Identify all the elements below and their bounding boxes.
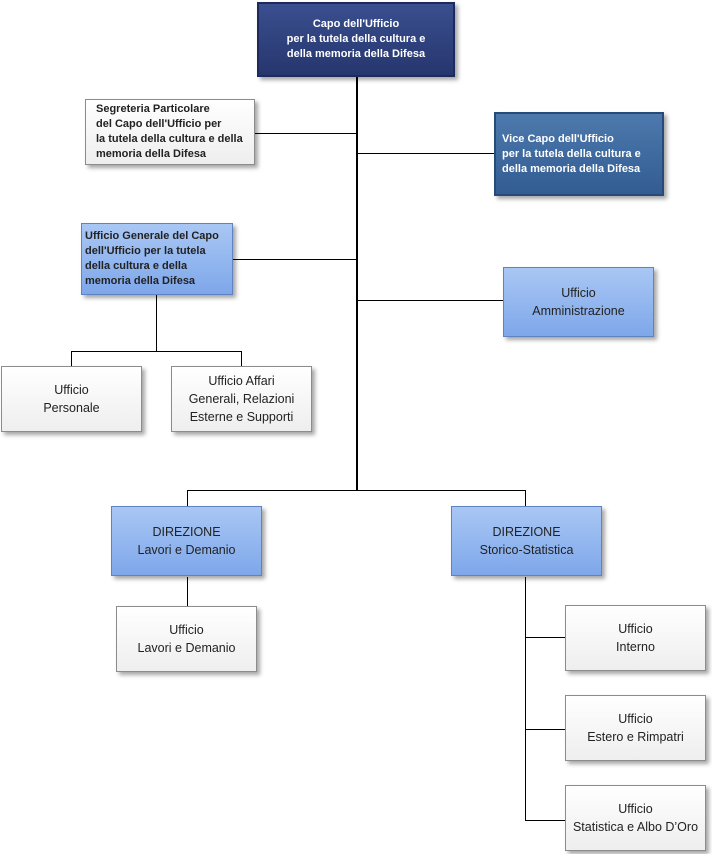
- connector-dir-lavori-down: [187, 577, 188, 606]
- box-line: Ufficio: [618, 622, 653, 636]
- box-line: Ufficio: [54, 383, 89, 397]
- box-line: del Capo dell'Ufficio per: [96, 118, 222, 130]
- box-line: Generali, Relazioni: [188, 392, 295, 406]
- connector-personale: [71, 351, 72, 366]
- box-line: della cultura e della: [85, 260, 188, 272]
- box-ufficio-estero: Ufficio Estero e Rimpatri: [565, 695, 706, 761]
- box-line: per la tutela della cultura e: [502, 147, 641, 160]
- connector-dir-lavori: [187, 490, 188, 506]
- box-ufficio-generale: Ufficio Generale del Capo dell'Ufficio p…: [81, 223, 233, 295]
- connector-segreteria: [254, 133, 357, 134]
- box-line: Personale: [43, 401, 100, 415]
- box-ufficio-statistica: Ufficio Statistica e Albo D’Oro: [565, 785, 706, 851]
- box-line: DIREZIONE: [492, 525, 561, 539]
- box-vice-capo: Vice Capo dell'Ufficio per la tutela del…: [494, 112, 664, 196]
- box-capo-ufficio: Capo dell'Ufficio per la tutela della cu…: [257, 2, 455, 77]
- box-line: dell'Ufficio per la tutela: [85, 245, 206, 257]
- box-line: DIREZIONE: [152, 525, 221, 539]
- connector-interno: [525, 637, 565, 638]
- box-line: Lavori e Demanio: [137, 543, 236, 557]
- connector-ug-down: [156, 294, 157, 351]
- connector-ug-bar: [71, 351, 242, 352]
- box-line: Storico-Statistica: [479, 543, 574, 557]
- box-line: della memoria della Difesa: [502, 162, 641, 175]
- box-line: Estero e Rimpatri: [587, 730, 684, 744]
- connector-dir-storico: [525, 490, 526, 506]
- box-line: per la tutela della cultura e: [286, 33, 426, 45]
- box-line: Ufficio: [561, 286, 596, 300]
- box-line: Capo dell'Ufficio: [312, 18, 400, 30]
- connector-main-trunk: [356, 76, 358, 491]
- connector-direzioni-bar: [187, 490, 526, 491]
- box-segreteria-particolare: Segreteria Particolare del Capo dell'Uff…: [85, 99, 255, 165]
- box-line: Ufficio: [618, 802, 653, 816]
- box-line: memoria della Difesa: [96, 148, 207, 160]
- box-line: Ufficio: [618, 712, 653, 726]
- box-line: Vice Capo dell'Ufficio: [502, 132, 614, 145]
- box-ufficio-affari-generali: Ufficio Affari Generali, Relazioni Ester…: [171, 366, 312, 432]
- box-line: Esterne e Supporti: [189, 410, 294, 424]
- connector-estero: [525, 729, 565, 730]
- connector-statistica: [525, 820, 565, 821]
- box-line: memoria della Difesa: [85, 275, 196, 287]
- connector-amministrazione: [357, 300, 503, 301]
- box-ufficio-interno: Ufficio Interno: [565, 605, 706, 671]
- box-ufficio-lavori: Ufficio Lavori e Demanio: [116, 606, 257, 672]
- box-line: Lavori e Demanio: [137, 641, 236, 655]
- box-line: della memoria della Difesa: [286, 48, 426, 60]
- box-direzione-lavori: DIREZIONE Lavori e Demanio: [111, 506, 262, 576]
- box-line: Ufficio: [169, 623, 204, 637]
- box-line: Ufficio Generale del Capo: [85, 230, 219, 242]
- box-line: la tutela della cultura e della: [96, 133, 243, 145]
- box-direzione-storico: DIREZIONE Storico-Statistica: [451, 506, 602, 576]
- box-ufficio-personale: Ufficio Personale: [1, 366, 142, 432]
- connector-vice-capo: [357, 153, 494, 154]
- box-line: Statistica e Albo D’Oro: [572, 820, 699, 834]
- connector-affari: [241, 351, 242, 366]
- connector-ufficio-generale: [232, 259, 357, 260]
- box-ufficio-amministrazione: Ufficio Amministrazione: [503, 267, 654, 337]
- box-line: Amministrazione: [532, 304, 625, 318]
- connector-dir-storico-down: [525, 577, 526, 821]
- box-line: Ufficio Affari: [208, 374, 275, 388]
- box-line: Segreteria Particolare: [96, 103, 210, 115]
- box-line: Interno: [616, 640, 655, 654]
